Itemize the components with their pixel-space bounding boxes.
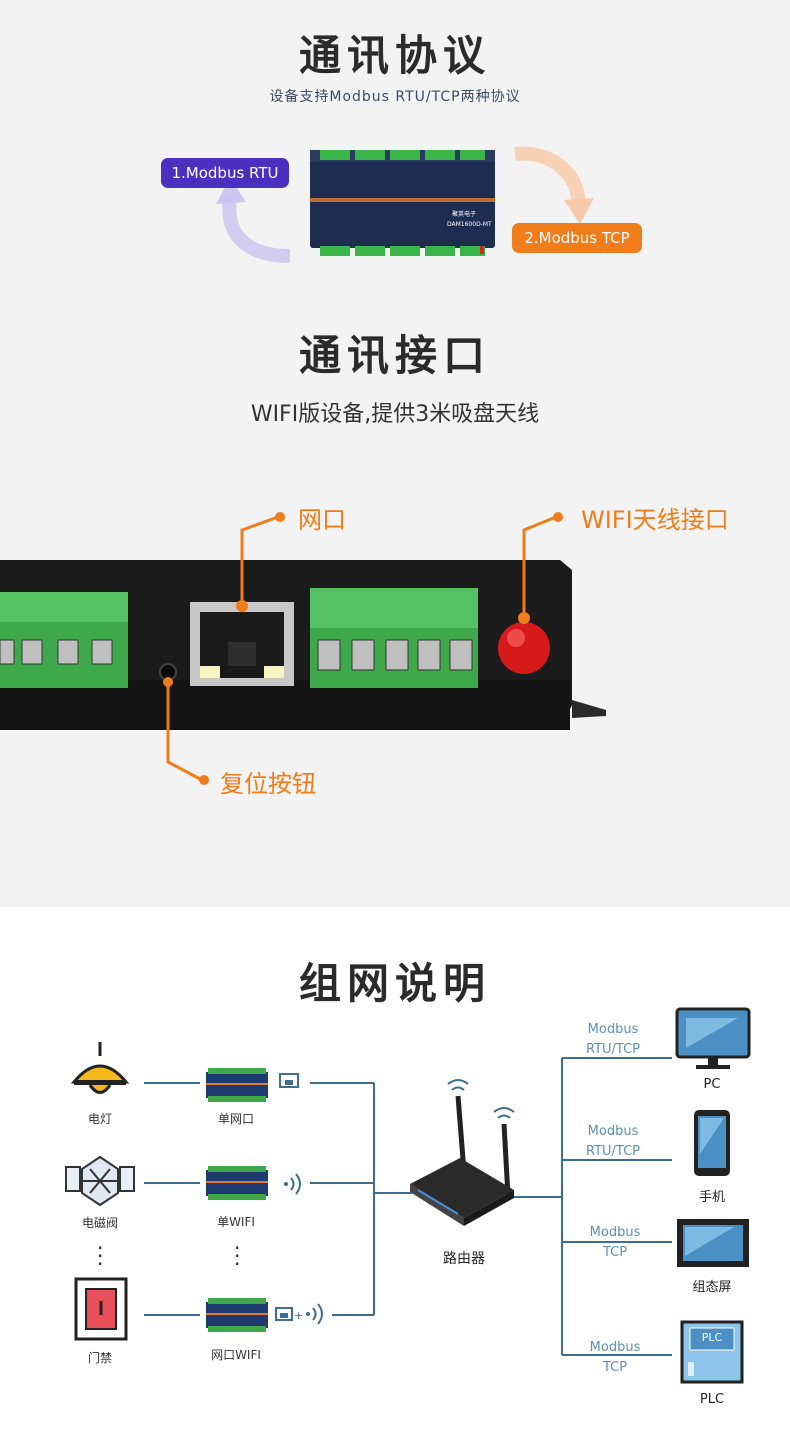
device-label-door: 门禁 — [87, 1351, 112, 1365]
lamp-icon — [70, 1042, 130, 1094]
device-label-plc: PLC — [699, 1392, 725, 1407]
ethernet-icon — [279, 1073, 299, 1088]
network-lines — [144, 1057, 672, 1356]
monitor-icon — [675, 1007, 751, 1069]
module-ethernet-wifi — [206, 1298, 268, 1332]
valve-icon — [65, 1155, 135, 1207]
phone-icon — [694, 1110, 730, 1176]
module-ethernet — [206, 1068, 268, 1102]
device-label-pc: PC — [703, 1077, 721, 1092]
interface-title: 通讯接口 — [298, 331, 491, 380]
network-title: 组网说明 — [298, 959, 491, 1008]
modbus-tcp-pill: 2.Modbus TCP — [512, 223, 642, 253]
device-label-valve: 电磁阀 — [81, 1216, 118, 1230]
device-brand-text: 聚英电子 — [452, 210, 476, 218]
door-switch-icon — [74, 1277, 128, 1341]
ellipsis-middle: ··· — [234, 1236, 241, 1276]
router-icon — [410, 1079, 515, 1226]
module-label-ethernet: 单网口 — [217, 1112, 254, 1126]
ethernet-wifi-icon: + — [275, 1303, 323, 1325]
module-label-ethernet-wifi: 网口WIFI — [211, 1348, 261, 1362]
device-label-hmi: 组态屏 — [692, 1280, 732, 1295]
ellipsis-left: ··· — [97, 1236, 104, 1276]
interface-subtitle: WIFI版设备,提供3米吸盘天线 — [250, 402, 540, 427]
protocol-diagram: DAM1600D-MT 聚英电子 — [216, 146, 594, 263]
device-model-text: DAM1600D-MT — [447, 221, 492, 228]
svg-text:+: + — [294, 1309, 303, 1322]
module-wifi — [206, 1166, 268, 1200]
wifi-signal-icon — [284, 1173, 301, 1195]
hmi-screen-icon — [677, 1219, 749, 1267]
modbus-rtu-pill: 1.Modbus RTU — [161, 158, 289, 188]
router-label: 路由器 — [443, 1251, 485, 1267]
device-label-lamp: 电灯 — [87, 1112, 112, 1126]
plc-icon: PLC — [680, 1320, 744, 1384]
label-lan-port: 网口 — [298, 506, 346, 534]
device-photo — [0, 512, 606, 785]
label-reset-button: 复位按钮 — [220, 770, 316, 798]
label-wifi-antenna: WIFI天线接口 — [581, 506, 729, 534]
module-label-wifi: 单WIFI — [217, 1215, 255, 1229]
plc-screen-text: PLC — [701, 1331, 723, 1344]
device-label-phone: 手机 — [698, 1190, 725, 1205]
protocol-subtitle: 设备支持Modbus RTU/TCP两种协议 — [269, 89, 521, 105]
protocol-title: 通讯协议 — [298, 31, 491, 80]
